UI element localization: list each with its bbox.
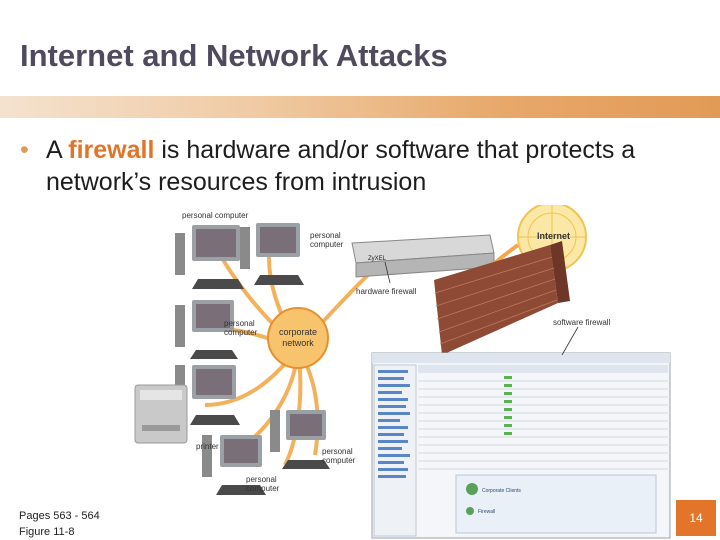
pc-label-top-2-line2: computer	[310, 240, 344, 249]
personal-computer-icon	[240, 223, 304, 285]
software-firewall-screenshot: Corporate Clients Firewall	[371, 352, 671, 539]
personal-computer-icon	[175, 225, 244, 289]
hardware-firewall-label: hardware firewall	[356, 287, 417, 296]
pc-label-left-line2: computer	[224, 328, 258, 337]
title-accent-band	[0, 96, 720, 118]
app-status-firewall: Firewall	[478, 509, 495, 515]
personal-computer-icon	[202, 435, 266, 495]
pc-label-bottom-line1: personal	[246, 475, 277, 484]
corporate-network-label-1: corporate	[279, 327, 317, 337]
software-firewall-label: software firewall	[553, 318, 611, 327]
pc-label-right-line2: computer	[322, 456, 356, 465]
bullet-text-pre: A	[46, 136, 69, 164]
pc-label-right-line1: personal	[322, 447, 353, 456]
pc-label-top: personal computer	[182, 211, 249, 220]
firewall-network-diagram: corporate network ZyXEL	[134, 205, 671, 539]
printer-label: printer	[196, 442, 219, 451]
app-status-title: Corporate Clients	[482, 488, 521, 494]
internet-label: Internet	[537, 231, 570, 241]
slide-footer: Pages 563 - 564 Figure 11-8	[19, 508, 100, 540]
slide-title: Internet and Network Attacks	[20, 38, 448, 73]
bullet-text: A firewall is hardware and/or software t…	[46, 134, 706, 198]
page-number-badge: 14	[676, 500, 716, 536]
bullet-text-post: is hardware and/or software that protect…	[46, 136, 636, 196]
corporate-network-label-2: network	[282, 338, 314, 348]
pc-label-bottom-line2: computer	[246, 484, 280, 493]
footer-figure: Figure 11-8	[19, 526, 75, 538]
footer-pages: Pages 563 - 564	[19, 510, 100, 522]
firewall-wall-icon	[434, 241, 570, 355]
printer-icon	[134, 384, 188, 444]
personal-computer-icon	[175, 300, 238, 359]
bullet-highlight-firewall: firewall	[68, 136, 155, 164]
bullet-marker: •	[20, 136, 29, 164]
pc-label-left-line1: personal	[224, 319, 255, 328]
device-brand-label: ZyXEL	[368, 256, 387, 262]
personal-computer-icon	[270, 410, 330, 469]
pc-label-top-2-line1: personal	[310, 231, 341, 240]
